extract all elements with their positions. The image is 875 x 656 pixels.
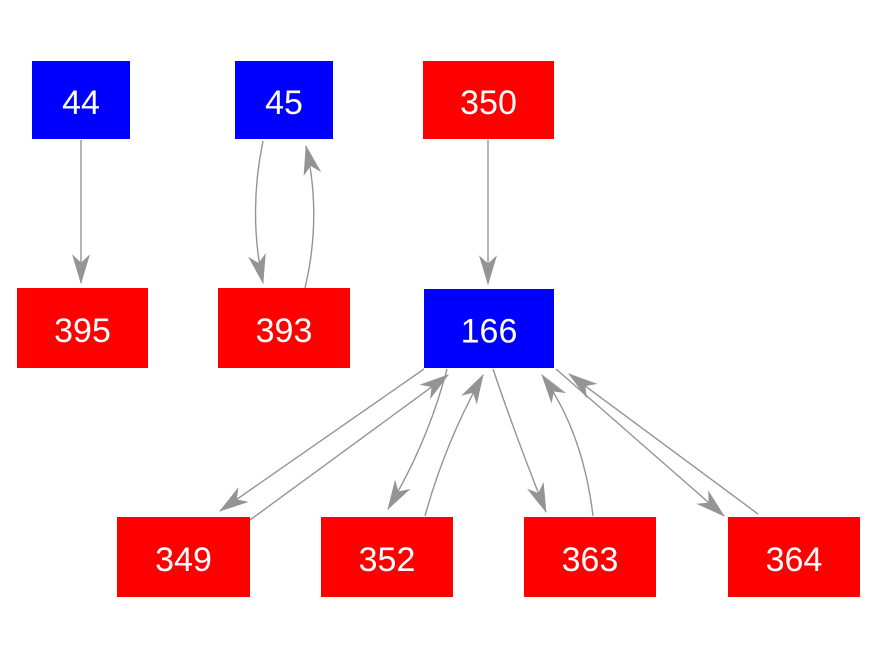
node-44-label: 44 bbox=[62, 84, 100, 122]
node-393: 393 bbox=[218, 288, 350, 368]
edge-45-393 bbox=[248, 140, 266, 285]
node-166-label: 166 bbox=[461, 313, 518, 351]
node-364-box bbox=[728, 517, 860, 597]
edge-352-166 bbox=[424, 373, 484, 517]
node-352-label: 352 bbox=[359, 541, 416, 579]
node-45: 45 bbox=[235, 61, 333, 139]
node-393-box bbox=[218, 288, 350, 368]
node-363: 363 bbox=[524, 517, 656, 597]
edges-layer bbox=[72, 140, 759, 521]
node-44-box bbox=[32, 61, 130, 139]
edge-349-166 bbox=[249, 374, 449, 521]
node-350: 350 bbox=[423, 61, 554, 139]
edge-393-45 bbox=[303, 144, 322, 289]
node-395-box bbox=[17, 288, 148, 368]
node-364: 364 bbox=[728, 517, 860, 597]
node-393-label: 393 bbox=[256, 312, 313, 350]
node-395: 395 bbox=[17, 288, 148, 368]
nodes-layer: 44 45 350 395 393 166 349 352 363 364 bbox=[17, 61, 860, 597]
node-349: 349 bbox=[117, 517, 250, 597]
node-166-box bbox=[424, 289, 554, 368]
node-166: 166 bbox=[424, 289, 554, 368]
edge-166-352 bbox=[387, 368, 448, 511]
node-395-label: 395 bbox=[54, 312, 111, 350]
edge-166-364 bbox=[555, 368, 725, 517]
edge-166-363 bbox=[492, 368, 547, 514]
node-352-box bbox=[321, 517, 453, 597]
edge-363-166 bbox=[541, 374, 594, 517]
node-363-box bbox=[524, 517, 656, 597]
node-349-label: 349 bbox=[155, 541, 212, 579]
node-44: 44 bbox=[32, 61, 130, 139]
edge-166-349 bbox=[219, 368, 425, 512]
edge-364-166 bbox=[568, 373, 759, 515]
node-349-box bbox=[117, 517, 250, 597]
node-45-label: 45 bbox=[265, 84, 303, 122]
node-352: 352 bbox=[321, 517, 453, 597]
node-364-label: 364 bbox=[766, 541, 823, 579]
node-350-box bbox=[423, 61, 554, 139]
node-45-box bbox=[235, 61, 333, 139]
node-363-label: 363 bbox=[562, 541, 619, 579]
node-350-label: 350 bbox=[460, 84, 517, 122]
